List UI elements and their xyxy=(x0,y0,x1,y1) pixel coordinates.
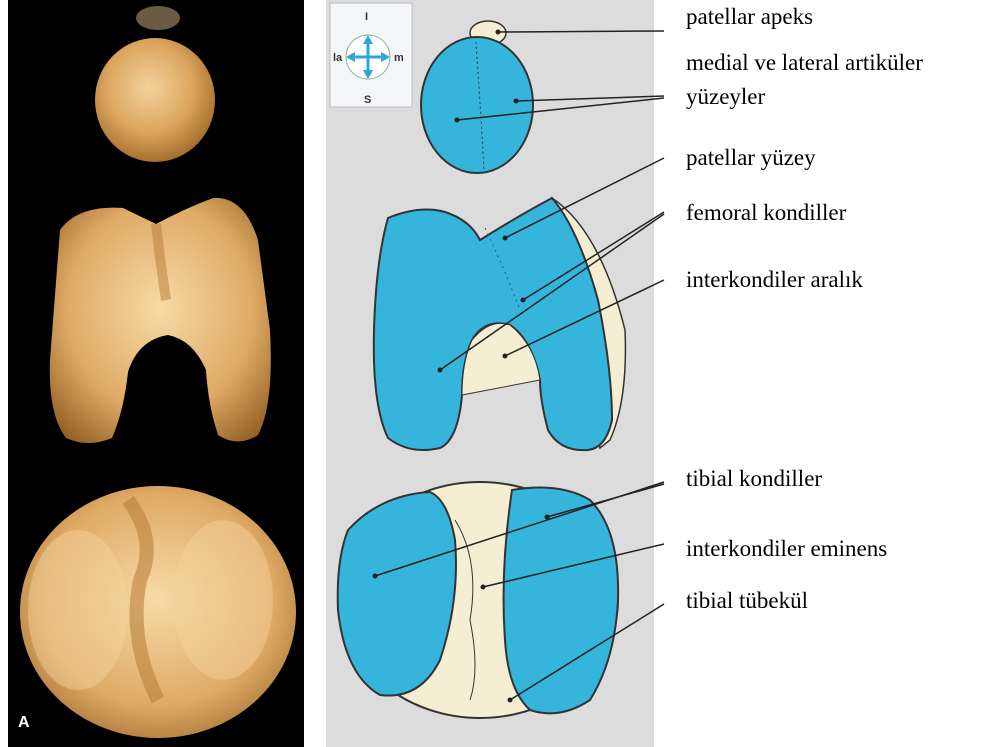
label-femoral-condyles: femoral kondiller xyxy=(686,200,846,226)
orientation-box: I la m S xyxy=(330,3,412,107)
label-patellar-apex: patellar apeks xyxy=(686,4,813,30)
tibia-diagram xyxy=(338,482,618,718)
compass-left: la xyxy=(333,52,343,64)
compass-bottom: S xyxy=(364,94,371,106)
compass-top: I xyxy=(365,11,368,23)
label-intercondylar-eminence: interkondiler eminens xyxy=(686,536,887,562)
label-articular-surfaces-line1: medial ve lateral artiküler xyxy=(686,50,923,76)
label-intercondylar-notch: interkondiler aralık xyxy=(686,267,863,293)
label-articular-surfaces-line2: yüzeyler xyxy=(686,84,765,110)
label-tibial-tubercle: tibial tübekül xyxy=(686,588,808,614)
label-patellar-surface: patellar yüzey xyxy=(686,145,816,171)
label-tibial-condyles: tibial kondiller xyxy=(686,466,822,492)
leader-patellar-apex xyxy=(498,31,664,32)
compass-right: m xyxy=(394,52,404,64)
